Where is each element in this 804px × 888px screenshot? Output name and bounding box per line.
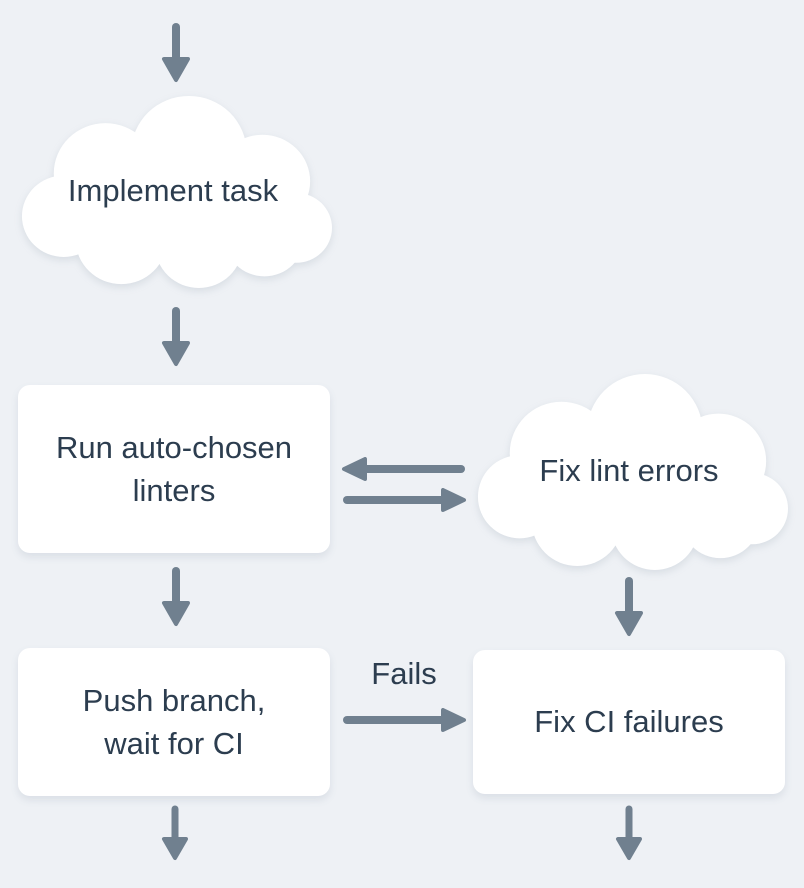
node-fix-ci-failures: Fix CI failures [473,650,785,794]
arrow-down-exit-fixci [616,805,642,860]
node-implement-task: Implement task [14,94,332,288]
node-fix-lint-errors: Fix lint errors [470,372,788,570]
arrow-left-fixlint-to-linters [342,457,465,481]
cloud-shape-icon [477,373,788,570]
arrow-down-entry [162,23,190,82]
arrow-down-exit-push [162,805,188,860]
arrow-down-implement-to-linters [162,307,190,366]
node-push-branch: Push branch, wait for CI [18,648,330,796]
node-label-push-branch: Push branch, wait for CI [82,682,266,761]
cloud-shape-icon [21,95,332,288]
edge-label-fails: Fails [371,656,437,691]
arrow-down-linters-to-push [162,567,190,626]
node-label-run-linters: Run auto-chosen linters [55,429,293,508]
arrow-down-fixlint-to-fixci [615,577,643,636]
node-label-fix-lint-errors: Fix lint errors [539,453,719,489]
node-label-implement-task: Implement task [67,173,279,209]
node-label-fix-ci-failures: Fix CI failures [534,704,724,740]
node-run-linters: Run auto-chosen linters [18,385,330,553]
arrow-right-push-to-fixci [343,708,466,732]
arrow-right-linters-to-fixlint [343,488,466,512]
